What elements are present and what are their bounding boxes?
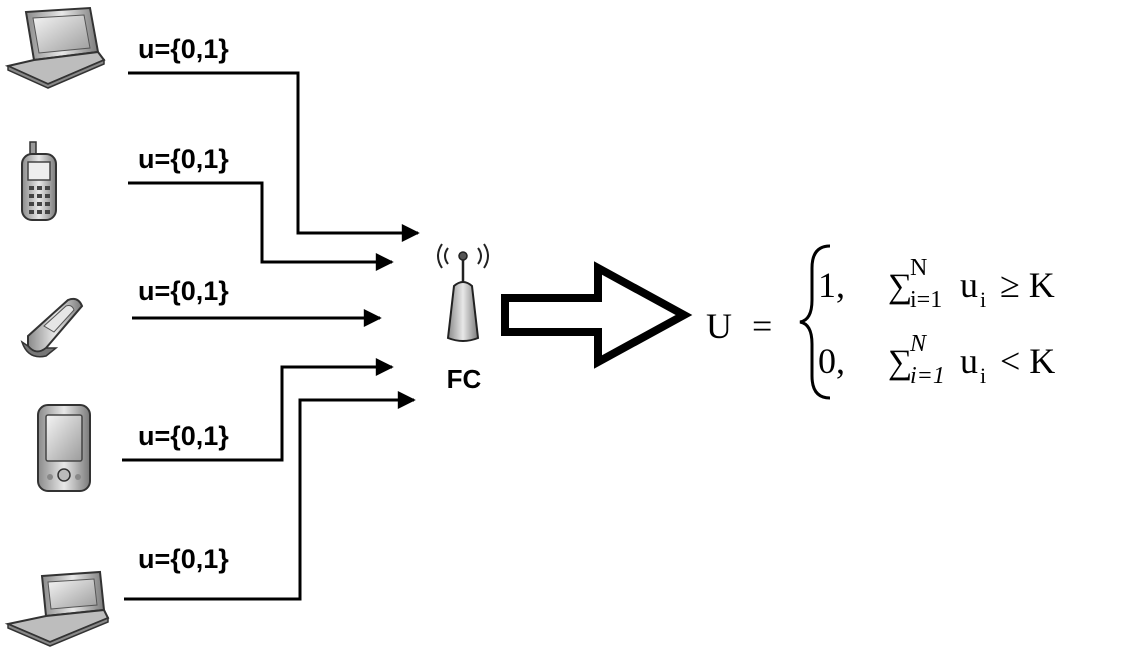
case-1-term: u	[960, 265, 978, 305]
case-2-sum-symbol: ∑	[888, 344, 912, 381]
pda-icon	[37, 404, 91, 492]
bit-label-1: u={0,1}	[138, 34, 229, 64]
device-2	[21, 141, 57, 221]
link-line-2	[128, 181, 394, 271]
link-line-5	[124, 391, 416, 601]
laptop-icon	[4, 570, 110, 647]
bit-label-2: u={0,1}	[138, 144, 229, 174]
case-1: 1, ∑ N i=1 u i ≥ K	[818, 255, 1055, 313]
case-1-lower-limit: i=1	[910, 287, 942, 313]
fc-label: FC	[447, 364, 482, 394]
case-1-value: 1,	[818, 265, 845, 305]
case-2-subscript: i	[980, 363, 986, 388]
decision-rule: U = 1, ∑ N i=1 u i ≥ K 0, ∑ N i=1 u i < …	[706, 244, 1055, 400]
antenna-tower-icon	[437, 243, 489, 342]
mobile-phone-icon	[21, 141, 57, 221]
case-2-relation: < K	[1000, 341, 1055, 381]
device-4	[37, 404, 91, 492]
case-2-lower-limit: i=1	[910, 363, 945, 389]
case-1-upper-limit: N	[910, 255, 927, 281]
bit-label-4: u={0,1}	[138, 421, 229, 451]
cases-brace	[799, 244, 831, 400]
flip-phone-icon	[20, 297, 84, 358]
case-2: 0, ∑ N i=1 u i < K	[818, 331, 1055, 389]
case-1-relation: ≥ K	[1000, 265, 1055, 305]
rule-equals: =	[752, 306, 772, 346]
link-line-4	[122, 358, 394, 462]
case-1-sum-symbol: ∑	[888, 268, 912, 305]
device-5	[4, 570, 110, 647]
case-2-value: 0,	[818, 341, 845, 381]
case-2-upper-limit: N	[909, 331, 928, 357]
bit-label-3: u={0,1}	[138, 276, 229, 306]
laptop-icon	[4, 6, 106, 89]
fusion-center: FC	[437, 243, 489, 394]
rule-lhs: U	[706, 306, 732, 346]
case-1-subscript: i	[980, 287, 986, 312]
device-1	[4, 6, 106, 89]
link-line-1	[128, 71, 420, 242]
device-3	[20, 297, 84, 358]
bit-label-5: u={0,1}	[138, 544, 229, 574]
case-2-term: u	[960, 341, 978, 381]
decision-arrow	[501, 261, 693, 369]
